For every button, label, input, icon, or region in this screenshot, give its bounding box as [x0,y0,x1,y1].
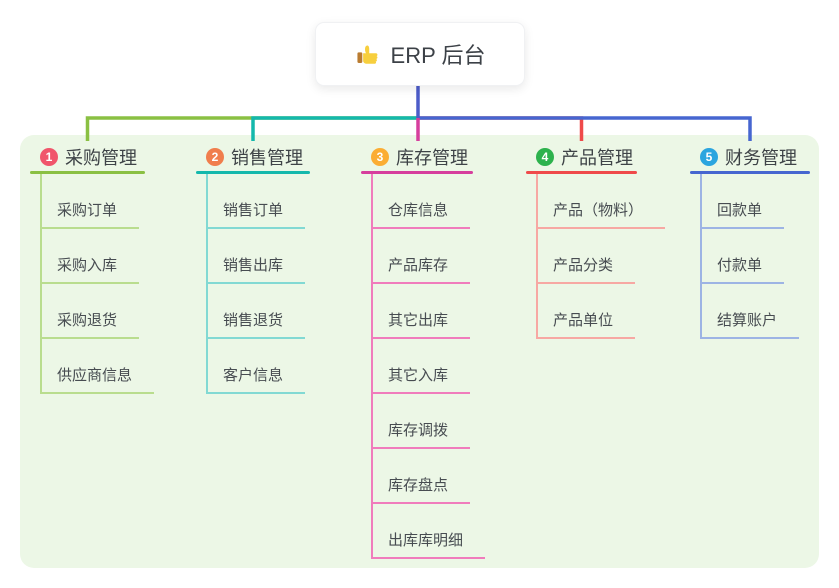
branch-trunk-line [536,174,538,339]
child-label[interactable]: 其它入库 [371,364,471,394]
child-label[interactable]: 采购订单 [40,199,140,229]
root-node[interactable]: ERP 后台 [315,22,525,86]
branch-label: 财务管理 [725,148,797,168]
child-node: 付款单 [690,229,810,284]
branch-children: 产品（物料） 产品分类产品单位 [526,174,666,339]
child-node: 库存盘点 [361,449,473,504]
child-node: 库存调拨 [361,394,473,449]
branch-underline [690,171,810,174]
branch-title-1[interactable]: 1 采购管理 [30,146,145,168]
branch-node-3: 3 库存管理仓库信息产品库存其它出库其它入库库存调拨库存盘点出库库明细 [361,146,486,559]
branch-number-badge: 4 [536,148,554,166]
child-label[interactable]: 供应商信息 [40,364,155,394]
child-node: 仓库信息 [361,174,473,229]
child-node: 其它入库 [361,339,473,394]
child-node: 销售退货 [196,284,310,339]
branch-title-3[interactable]: 3 库存管理 [361,146,473,168]
branch-trunk-line [206,174,208,394]
branch-title-4[interactable]: 4 产品管理 [526,146,637,168]
child-label[interactable]: 出库库明细 [371,529,486,559]
branch-children: 销售订单销售出库销售退货客户信息 [196,174,310,394]
branch-number-badge: 2 [206,148,224,166]
child-label[interactable]: 回款单 [700,199,785,229]
child-node: 采购入库 [30,229,145,284]
branch-underline [361,171,473,174]
branch-children: 采购订单采购入库采购退货供应商信息 [30,174,155,394]
branch-children: 回款单付款单结算账户 [690,174,810,339]
root-label: ERP 后台 [390,43,486,68]
child-node: 产品分类 [526,229,637,284]
branch-underline [526,171,637,174]
child-label[interactable]: 采购退货 [40,309,140,339]
child-node: 回款单 [690,174,810,229]
child-node: 结算账户 [690,284,810,339]
branch-trunk-line [40,174,42,394]
branch-number-badge: 5 [700,148,718,166]
branch-trunk-line [700,174,702,339]
branch-underline [196,171,310,174]
branch-background-panel [20,135,819,568]
child-label[interactable]: 产品库存 [371,254,471,284]
branch-underline [30,171,145,174]
child-label[interactable]: 销售订单 [206,199,306,229]
child-label[interactable]: 仓库信息 [371,199,471,229]
branch-node-5: 5 财务管理回款单付款单结算账户 [690,146,810,339]
branch-node-1: 1 采购管理采购订单采购入库采购退货供应商信息 [30,146,155,394]
child-node: 产品（物料） [526,174,666,229]
child-label[interactable]: 付款单 [700,254,785,284]
child-label[interactable]: 销售出库 [206,254,306,284]
child-label[interactable]: 库存盘点 [371,474,471,504]
branch-node-4: 4 产品管理产品（物料） 产品分类产品单位 [526,146,666,339]
branch-label: 库存管理 [396,148,468,168]
child-label[interactable]: 其它出库 [371,309,471,339]
branch-number-badge: 3 [371,148,389,166]
branch-trunk-line [371,174,373,559]
child-node: 销售出库 [196,229,310,284]
child-node: 客户信息 [196,339,310,394]
branch-number-badge: 1 [40,148,58,166]
branch-label: 采购管理 [65,148,137,168]
child-label[interactable]: 销售退货 [206,309,306,339]
branch-label: 销售管理 [231,148,303,168]
child-label[interactable]: 客户信息 [206,364,306,394]
child-node: 采购订单 [30,174,145,229]
child-node: 供应商信息 [30,339,155,394]
child-node: 其它出库 [361,284,473,339]
thumbs-up-icon [356,45,377,64]
branch-node-2: 2 销售管理销售订单销售出库销售退货客户信息 [196,146,310,394]
branch-title-5[interactable]: 5 财务管理 [690,146,810,168]
branch-children: 仓库信息产品库存其它出库其它入库库存调拨库存盘点出库库明细 [361,174,486,559]
branch-label: 产品管理 [561,148,633,168]
child-label[interactable]: 采购入库 [40,254,140,284]
child-node: 产品单位 [526,284,637,339]
child-label[interactable]: 结算账户 [700,309,800,339]
child-node: 采购退货 [30,284,145,339]
child-label[interactable]: 库存调拨 [371,419,471,449]
child-node: 产品库存 [361,229,473,284]
branch-title-2[interactable]: 2 销售管理 [196,146,310,168]
child-node: 出库库明细 [361,504,486,559]
child-label[interactable]: 产品（物料） [536,199,666,229]
child-label[interactable]: 产品单位 [536,309,636,339]
child-label[interactable]: 产品分类 [536,254,636,284]
child-node: 销售订单 [196,174,310,229]
